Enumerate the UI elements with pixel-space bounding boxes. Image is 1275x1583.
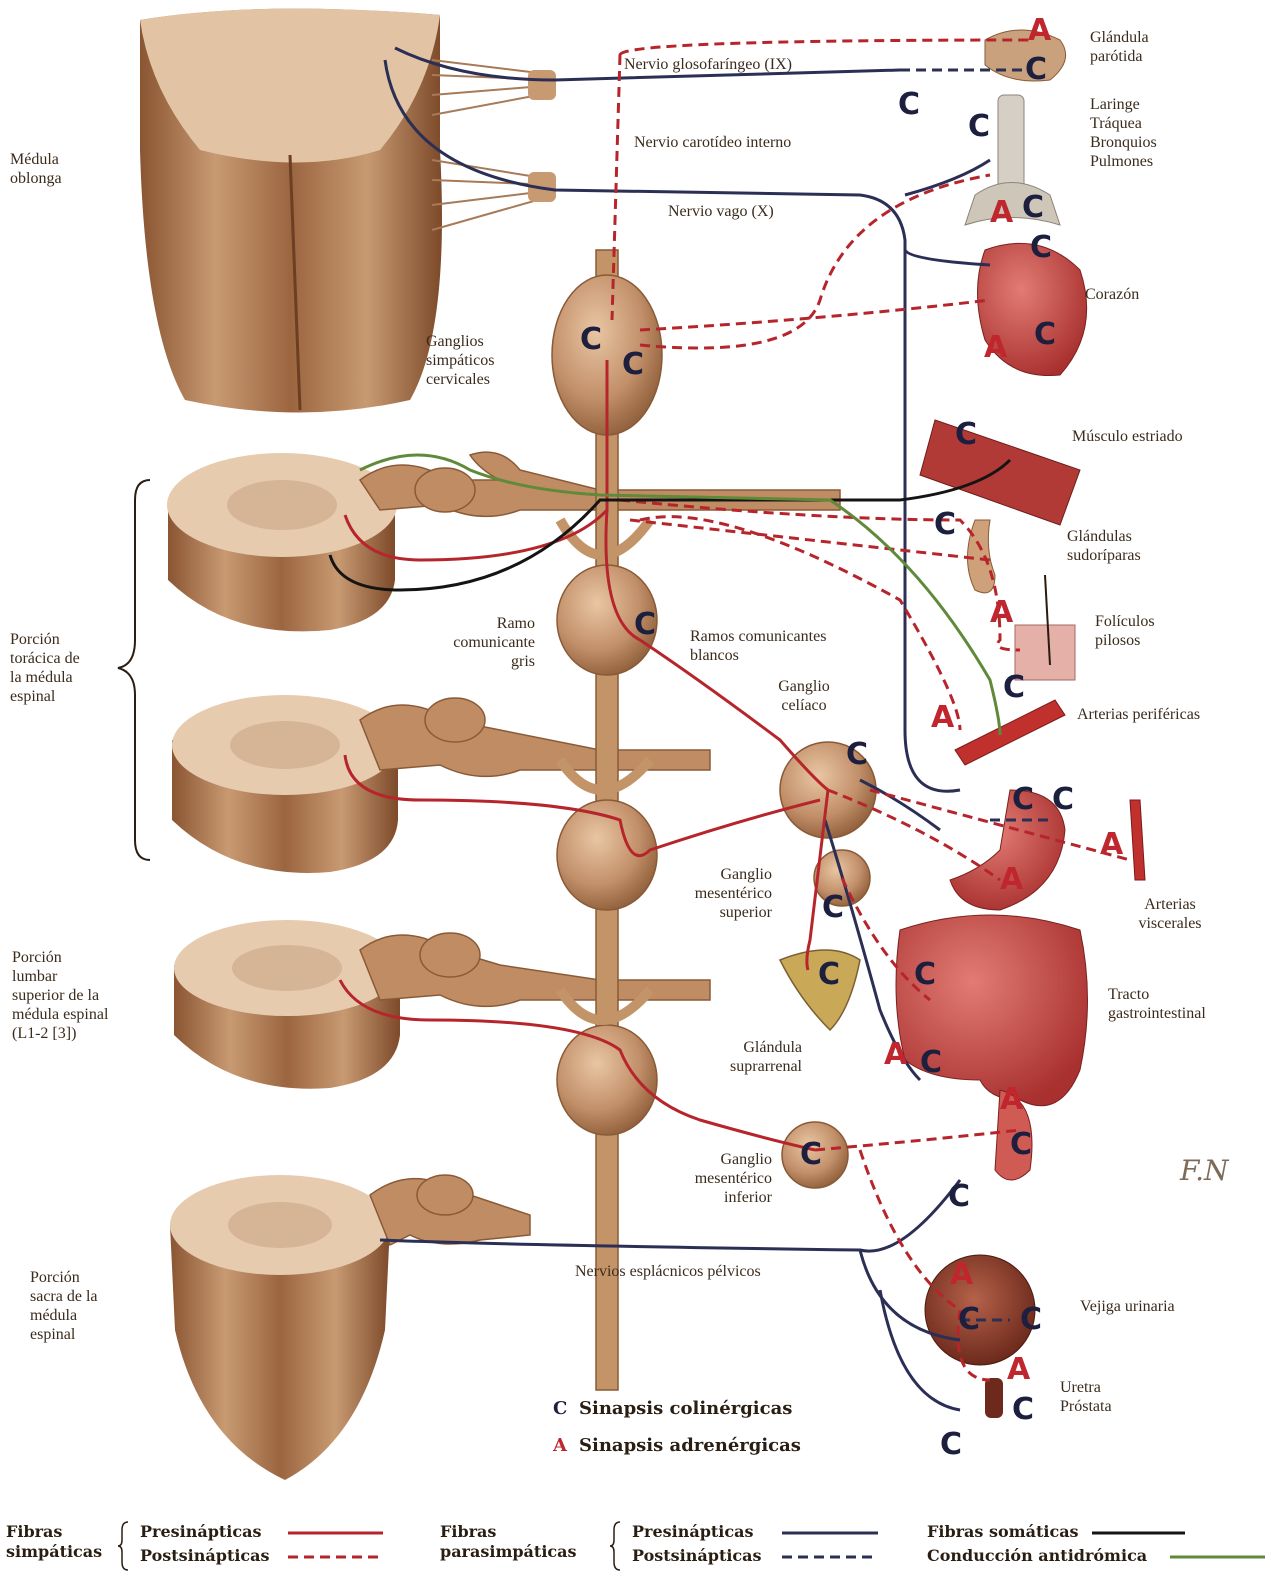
legend-antidromic: Conducción antidrómica <box>927 1546 1147 1566</box>
legend-somatic: Fibras somáticas <box>927 1522 1079 1542</box>
marker-c-colon: C <box>1010 1130 1032 1160</box>
label-medulla-oblongata: Médula oblonga <box>10 150 62 188</box>
label-sacral-cord: Porción sacra de la médula espinal <box>30 1268 98 1344</box>
label-thoracic-cord: Porción torácica de la médula espinal <box>10 630 80 706</box>
label-cervical-ganglia: Ganglios simpáticos cervicales <box>426 332 494 389</box>
marker-c-bladder-2: C <box>1020 1305 1042 1335</box>
marker-a-bladder: A <box>950 1260 973 1290</box>
marker-a-lungs: A <box>990 198 1013 228</box>
label-vagus-nerve: Nervio vago (X) <box>668 202 774 221</box>
marker-a-follicle: A <box>990 598 1013 628</box>
marker-c-bladder-1: C <box>958 1305 980 1335</box>
marker-a-parotid: A <box>1028 16 1051 46</box>
marker-c-parotid-ganglion: C <box>898 90 920 120</box>
label-sweat-glands: Glándulas sudoríparas <box>1067 527 1141 565</box>
key-c-label: Sinapsis colinérgicas <box>579 1398 792 1419</box>
marker-c-larynx: C <box>968 112 990 142</box>
marker-a-urethra: A <box>1007 1355 1030 1385</box>
label-parotid-gland: Glándula parótida <box>1090 28 1149 66</box>
marker-c-heart: C <box>1034 320 1056 350</box>
organ-peripheral-artery <box>955 700 1065 765</box>
marker-c-celiac: C <box>846 740 868 770</box>
marker-c-parotid: C <box>1025 55 1047 85</box>
marker-c-sweat: C <box>934 510 956 540</box>
key-a-label: Sinapsis adrenérgicas <box>579 1435 801 1456</box>
key-a-symbol: A <box>553 1435 579 1457</box>
marker-a-colon: A <box>1000 1085 1023 1115</box>
label-heart: Corazón <box>1085 285 1139 304</box>
marker-a-stomach: A <box>1000 865 1023 895</box>
label-lumbar-cord: Porción lumbar superior de la médula esp… <box>12 948 108 1043</box>
marker-c-cervical-2: C <box>622 350 644 380</box>
legend-symp-presynaptic: Presinápticas <box>140 1522 262 1542</box>
label-white-rami: Ramos comunicantes blancos <box>690 627 826 665</box>
marker-c-intestine-1: C <box>914 960 936 990</box>
marker-a-intestine: A <box>884 1040 907 1070</box>
legend-para-presynaptic: Presinápticas <box>632 1522 754 1542</box>
label-skeletal-muscle: Músculo estriado <box>1072 427 1183 446</box>
marker-a-visceral-artery: A <box>1100 830 1123 860</box>
label-adrenal-gland: Glándula suprarrenal <box>690 1038 802 1076</box>
label-internal-carotid-nerve: Nervio carotídeo interno <box>634 133 791 152</box>
label-superior-mesenteric-ganglion: Ganglio mesentérico superior <box>660 865 772 922</box>
marker-c-thoracic-ganglion: C <box>634 610 656 640</box>
marker-c-stomach-1: C <box>1012 785 1034 815</box>
label-urinary-bladder: Vejiga urinaria <box>1080 1297 1175 1316</box>
marker-c-muscle: C <box>955 420 977 450</box>
label-glossopharyngeal-nerve: Nervio glosofaríngeo (IX) <box>624 55 792 74</box>
label-peripheral-arteries: Arterias periféricas <box>1077 705 1200 724</box>
organ-sweat-gland <box>968 520 996 593</box>
label-gi-tract: Tracto gastrointestinal <box>1108 985 1206 1023</box>
label-visceral-arteries: Arterias viscerales <box>1115 895 1225 933</box>
marker-c-urethra: C <box>1012 1395 1034 1425</box>
key-c-symbol: C <box>553 1398 579 1420</box>
legend-symp-postsynaptic: Postsinápticas <box>140 1546 270 1566</box>
spinal-segment-sacral <box>170 1175 390 1480</box>
marker-c-intestine-2: C <box>920 1048 942 1078</box>
organ-visceral-artery <box>1130 800 1145 880</box>
organ-hair-follicle <box>1015 575 1075 680</box>
marker-a-peripheral-artery: A <box>931 703 954 733</box>
legend-para-postsynaptic: Postsinápticas <box>632 1546 762 1566</box>
label-gray-ramus: Ramo comunicante gris <box>400 614 535 671</box>
thoracic-brace <box>118 480 150 860</box>
marker-c-heart-top: C <box>1030 233 1052 263</box>
signature: F.N <box>1179 1154 1230 1187</box>
label-urethra-prostate: Uretra Próstata <box>1060 1378 1112 1416</box>
marker-c-lungs: C <box>1022 193 1044 223</box>
marker-c-stomach-2: C <box>1052 785 1074 815</box>
marker-c-pelvic: C <box>948 1182 970 1212</box>
marker-c-adrenal: C <box>818 960 840 990</box>
label-inferior-mesenteric-ganglion: Ganglio mesentérico inferior <box>660 1150 772 1207</box>
label-airways: Laringe Tráquea Bronquios Pulmones <box>1090 95 1157 171</box>
legend-parasympathetic-title: Fibras parasimpáticas <box>440 1522 577 1562</box>
marker-c-inf-mesenteric: C <box>800 1140 822 1170</box>
legend-sympathetic-title: Fibras simpáticas <box>6 1522 102 1562</box>
label-pelvic-splanchnic-nerves: Nervios esplácnicos pélvicos <box>575 1262 761 1281</box>
marker-a-heart: A <box>984 333 1007 363</box>
marker-c-sup-mesenteric: C <box>822 893 844 923</box>
marker-c-cervical-1: C <box>580 325 602 355</box>
marker-c-prostate: C <box>940 1430 962 1460</box>
label-hair-follicles: Folículos pilosos <box>1095 612 1155 650</box>
marker-c-peripheral-artery: C <box>1003 673 1025 703</box>
label-celiac-ganglion: Ganglio celíaco <box>764 677 844 715</box>
